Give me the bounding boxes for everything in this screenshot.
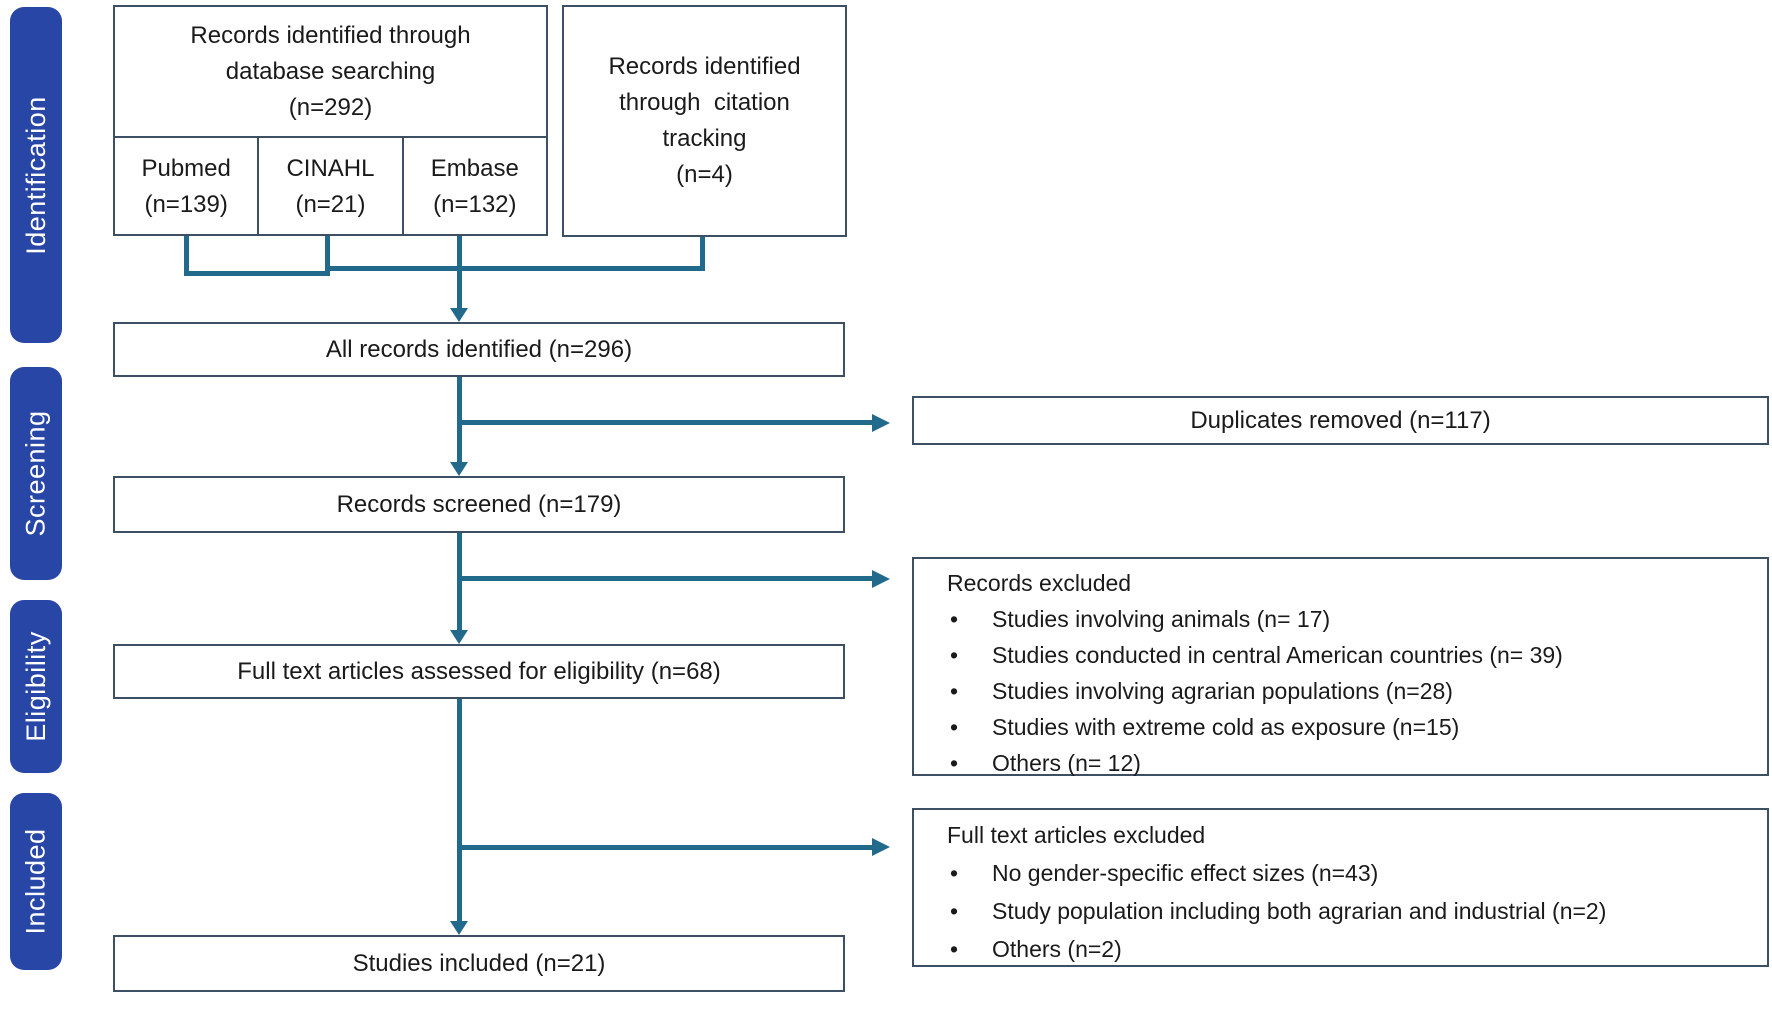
- fulltext-excluded-item: Others (n=2): [914, 930, 1767, 968]
- arrow-into-records-screened-icon: [450, 462, 468, 476]
- connector-citation-stub: [700, 237, 705, 271]
- records-screened-label: Records screened (n=179): [336, 490, 622, 518]
- source-cell-embase: Embase (n=132): [401, 138, 546, 236]
- records-excluded-list: Studies involving animals (n= 17) Studie…: [914, 601, 1767, 781]
- connector-fulltext-to-included: [457, 699, 462, 923]
- stage-pill-eligibility: Eligibility: [10, 600, 62, 773]
- duplicates-removed-box: Duplicates removed (n=117): [912, 396, 1769, 445]
- studies-included-label: Studies included (n=21): [352, 949, 606, 977]
- connector-merge-bus-right: [325, 266, 705, 271]
- fulltext-excluded-item: Study population including both agrarian…: [914, 892, 1767, 930]
- connector-merge-bus-left: [184, 271, 330, 276]
- source-cell-pubmed: Pubmed (n=139): [141, 155, 231, 218]
- stage-pill-identification: Identification: [10, 7, 62, 343]
- connector-embase-main-stub: [457, 236, 462, 310]
- fulltext-excluded-list: No gender-specific effect sizes (n=43) S…: [914, 854, 1767, 968]
- branch-to-duplicates: [459, 420, 874, 425]
- source-cell-cinahl: CINAHL (n=21): [257, 138, 401, 236]
- all-records-label: All records identified (n=296): [325, 335, 633, 363]
- stage-label-screening: Screening: [20, 410, 51, 537]
- stage-pill-screening: Screening: [10, 367, 62, 580]
- records-excluded-box: Records excluded Studies involving anima…: [912, 557, 1769, 781]
- records-screened-box: Records screened (n=179): [113, 476, 845, 533]
- citation-tracking-box: Records identified through citation trac…: [562, 5, 847, 237]
- arrow-into-duplicates-icon: [872, 414, 890, 432]
- connector-screened-to-fulltext: [457, 533, 462, 632]
- full-text-assessed-box: Full text articles assessed for eligibil…: [113, 644, 845, 699]
- branch-to-fulltext-excluded: [459, 845, 874, 850]
- records-excluded-item: Studies involving animals (n= 17): [914, 601, 1767, 637]
- duplicates-removed-label: Duplicates removed (n=117): [1190, 406, 1491, 434]
- connector-cinahl-stub: [325, 236, 330, 275]
- connector-pubmed-stub: [184, 236, 189, 276]
- fulltext-excluded-box: Full text articles excluded No gender-sp…: [912, 808, 1769, 968]
- stage-label-identification: Identification: [20, 95, 51, 255]
- database-sources-row: Pubmed (n=139) CINAHL (n=21) Embase (n=1…: [115, 136, 546, 236]
- stage-label-included: Included: [20, 828, 51, 935]
- records-excluded-item: Studies involving agrarian populations (…: [914, 673, 1767, 709]
- records-excluded-item: Others (n= 12): [914, 745, 1767, 781]
- fulltext-excluded-item: No gender-specific effect sizes (n=43): [914, 854, 1767, 892]
- arrow-into-studies-included-icon: [450, 921, 468, 935]
- records-excluded-item: Studies with extreme cold as exposure (n…: [914, 709, 1767, 745]
- branch-to-records-excluded: [459, 576, 874, 581]
- database-searching-title: Records identified through database sear…: [190, 21, 471, 121]
- stage-pill-included: Included: [10, 793, 62, 970]
- studies-included-box: Studies included (n=21): [113, 935, 845, 992]
- arrow-into-full-text-icon: [450, 630, 468, 644]
- stage-label-eligibility: Eligibility: [20, 631, 51, 742]
- all-records-box: All records identified (n=296): [113, 322, 845, 377]
- records-excluded-title: Records excluded: [947, 570, 1132, 596]
- records-excluded-item: Studies conducted in central American co…: [914, 637, 1767, 673]
- full-text-assessed-label: Full text articles assessed for eligibil…: [237, 657, 721, 685]
- arrow-into-records-excluded-icon: [872, 570, 890, 588]
- arrow-into-fulltext-excluded-icon: [872, 838, 890, 856]
- arrow-into-all-records-icon: [450, 308, 468, 322]
- database-searching-box: Records identified through database sear…: [113, 5, 548, 236]
- fulltext-excluded-title: Full text articles excluded: [947, 822, 1206, 848]
